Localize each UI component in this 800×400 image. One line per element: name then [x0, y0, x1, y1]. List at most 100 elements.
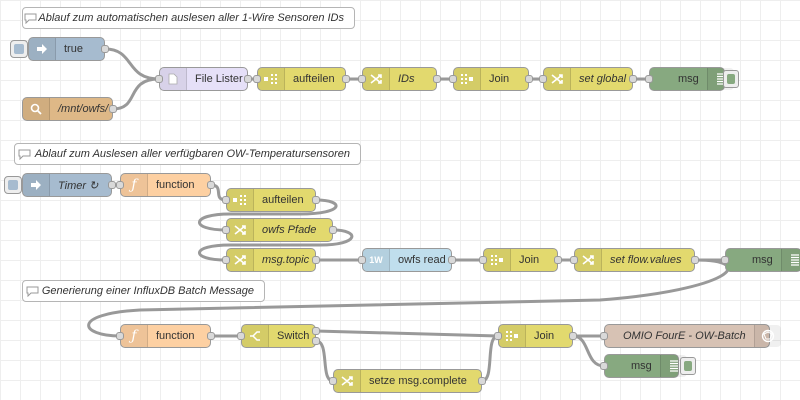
function-icon: ƒ [121, 174, 148, 196]
input-port[interactable] [358, 75, 366, 83]
output-port[interactable] [329, 226, 337, 234]
arrow-right-icon [23, 174, 50, 196]
input-port[interactable] [253, 75, 261, 83]
input-port[interactable] [116, 181, 124, 189]
wire [198, 228, 354, 262]
comment-influxdb-batch[interactable]: Generierung einer InfluxDB Batch Message [22, 280, 265, 302]
inject-trigger-button[interactable] [4, 176, 22, 194]
debug-node[interactable]: msg [645, 67, 734, 91]
output-port[interactable] [433, 75, 441, 83]
join-node[interactable]: Join [494, 324, 577, 348]
input-port[interactable] [155, 75, 163, 83]
document-icon [160, 68, 187, 90]
input-port[interactable] [645, 75, 653, 83]
output-port[interactable] [109, 105, 117, 113]
shuffle-icon [227, 219, 254, 241]
join-icon [484, 249, 511, 271]
function-node[interactable]: ƒ function [116, 173, 215, 197]
comment-ow-temperature[interactable]: Ablauf zum Auslesen aller verfügbaren OW… [14, 143, 361, 165]
speech-bubble-icon [23, 13, 38, 24]
input-port[interactable] [329, 377, 337, 385]
node-label: set flow.values [610, 254, 682, 266]
split-node[interactable]: aufteilen [222, 188, 320, 212]
output-port[interactable] [691, 256, 699, 264]
input-port[interactable] [222, 196, 230, 204]
join-icon [499, 325, 526, 347]
database-icon [753, 325, 781, 347]
output-port[interactable] [525, 75, 533, 83]
debug-toggle-button[interactable] [723, 70, 739, 88]
output-port[interactable] [569, 332, 577, 340]
output-port[interactable] [101, 45, 109, 53]
input-port[interactable] [600, 332, 608, 340]
join-node[interactable]: Join [479, 248, 562, 272]
output-port[interactable] [342, 75, 350, 83]
output-port[interactable] [478, 377, 486, 385]
function-node[interactable]: ƒ function [116, 324, 215, 348]
input-port[interactable] [600, 362, 608, 370]
debug-node[interactable]: msg [600, 354, 687, 378]
input-port[interactable] [570, 256, 578, 264]
input-port[interactable] [494, 332, 502, 340]
comment-1wire-ids[interactable]: Ablauf zum automatischen auslesen aller … [22, 7, 355, 29]
owfs-pfade-node[interactable]: owfs Pfade [222, 218, 337, 242]
inject-trigger-button[interactable] [10, 40, 28, 58]
speech-bubble-icon [15, 149, 35, 160]
node-label: set global [579, 73, 627, 85]
msg-topic-node[interactable]: msg.topic [222, 248, 320, 272]
output-port[interactable] [207, 181, 215, 189]
debug-node[interactable]: msg [721, 248, 800, 272]
owfs-read-node[interactable]: 1W owfs read [358, 248, 456, 272]
node-label: File Lister [195, 73, 243, 85]
output-port[interactable] [554, 256, 562, 264]
input-port[interactable] [222, 256, 230, 264]
set-global-node[interactable]: set global [539, 67, 637, 91]
wire [315, 329, 499, 338]
node-label: setze msg.complete [369, 375, 467, 387]
join-node[interactable]: Join [449, 67, 533, 91]
output-port[interactable] [312, 196, 320, 204]
input-port[interactable] [237, 332, 245, 340]
split-icon [258, 68, 285, 90]
output-port[interactable] [312, 327, 320, 335]
shuffle-icon [544, 68, 571, 90]
timer-inject-node[interactable]: Timer ↻ [22, 173, 116, 197]
inject-true-node[interactable]: true [28, 37, 109, 61]
change-ids-node[interactable]: IDs [358, 67, 441, 91]
node-label: Join [489, 73, 510, 85]
split-node[interactable]: aufteilen [253, 67, 350, 91]
output-port[interactable] [448, 256, 456, 264]
setze-msg-complete-node[interactable]: setze msg.complete [329, 369, 486, 393]
wire [112, 77, 160, 111]
output-port[interactable] [207, 332, 215, 340]
input-port[interactable] [358, 256, 366, 264]
node-label: owfs Pfade [262, 224, 317, 236]
path-owfs-node[interactable]: /mnt/owfs/ [22, 97, 117, 121]
output-port[interactable] [629, 75, 637, 83]
output-port[interactable] [108, 181, 116, 189]
input-port[interactable] [539, 75, 547, 83]
switch-node[interactable]: Switch [237, 324, 320, 348]
function-icon: ƒ [121, 325, 148, 347]
input-port[interactable] [116, 332, 124, 340]
debug-toggle-button[interactable] [680, 357, 696, 375]
shuffle-icon [363, 68, 390, 90]
node-label: msg [678, 73, 699, 85]
node-label: Join [519, 254, 540, 266]
output-port[interactable] [312, 256, 320, 264]
input-port[interactable] [721, 256, 729, 264]
wire [481, 334, 499, 383]
node-label: aufteilen [293, 73, 335, 85]
shuffle-icon [575, 249, 602, 271]
comment-label: Ablauf zum automatischen auslesen aller … [38, 12, 344, 24]
input-port[interactable] [449, 75, 457, 83]
output-port[interactable] [244, 75, 252, 83]
set-flow-values-node[interactable]: set flow.values [570, 248, 699, 272]
output-port[interactable] [312, 337, 320, 345]
node-label: Switch [277, 330, 310, 342]
input-port[interactable] [479, 256, 487, 264]
influxdb-batch-node[interactable]: OMIO FourE - OW-Batch [600, 324, 781, 348]
join-icon [454, 68, 481, 90]
input-port[interactable] [222, 226, 230, 234]
file-lister-node[interactable]: File Lister [155, 67, 252, 91]
